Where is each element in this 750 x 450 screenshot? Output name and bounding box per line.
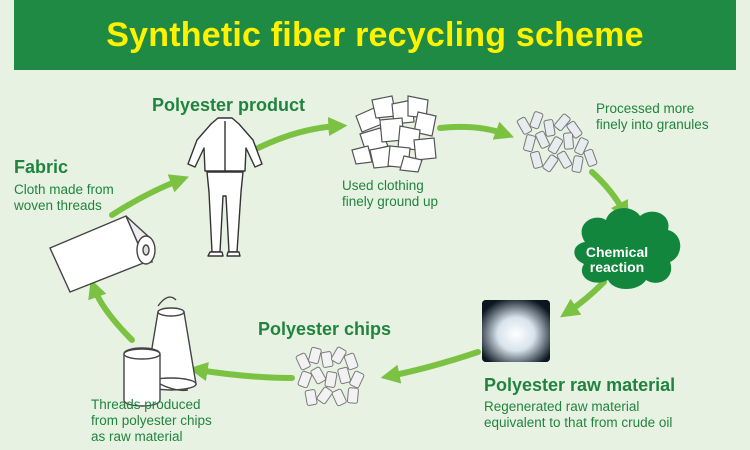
fabric-caption-line: Cloth made from — [14, 182, 114, 197]
arrow-threads-to-fabric — [88, 278, 135, 343]
threads-caption-line: as raw material — [91, 429, 183, 444]
arrow-chips-to-threads — [188, 361, 295, 381]
arrow-chemical-reaction-to-raw-material — [560, 279, 607, 318]
raw-material-caption-line: Regenerated raw material — [484, 399, 640, 414]
diagram-title: Synthetic fiber recycling scheme — [106, 15, 644, 54]
granules-caption-line: finely into granules — [596, 117, 709, 132]
threads-caption: Threads produced from polyester chips as… — [91, 397, 212, 445]
title-bar: Synthetic fiber recycling scheme — [14, 0, 736, 70]
raw-material-powder-illustration — [482, 300, 550, 362]
raw-material-caption-line: equivalent to that from crude oil — [484, 415, 673, 430]
used-clothing-caption-line: Used clothing — [342, 178, 424, 193]
granules-caption-line: Processed more — [596, 101, 695, 116]
used-clothing-caption-line: finely ground up — [342, 194, 439, 209]
polyester-clothing-illustration — [187, 117, 263, 257]
granules-illustration — [516, 111, 598, 173]
threads-caption-line: Threads produced — [91, 397, 201, 412]
polyester-product-heading: Polyester product — [152, 95, 306, 115]
raw-material-caption: Regenerated raw material equivalent to t… — [484, 399, 672, 431]
fabric-roll-illustration — [49, 215, 156, 293]
thread-spools-illustration — [123, 296, 197, 407]
arrow-used-clothing-to-granules — [437, 121, 515, 140]
chemical-reaction-cloud — [574, 208, 681, 289]
threads-caption-line: from polyester chips — [91, 413, 212, 428]
arrow-raw-material-to-chips — [380, 349, 481, 384]
used-clothing-caption: Used clothing finely ground up — [342, 178, 438, 210]
polyester-chips-illustration — [295, 346, 365, 407]
arrow-granules-to-chemical-reaction — [589, 169, 629, 221]
fabric-caption: Cloth made from woven threads — [14, 182, 114, 214]
cycle-arrows — [88, 116, 629, 384]
granules-caption: Processed more finely into granules — [596, 101, 709, 133]
ground-clothing-pile-illustration — [351, 95, 437, 173]
chemical-reaction-label-line: reaction — [589, 259, 645, 275]
arrow-product-to-used-clothing — [255, 116, 348, 151]
fabric-caption-line: woven threads — [14, 198, 102, 213]
arrow-fabric-to-product — [109, 174, 189, 218]
polyester-chips-heading: Polyester chips — [258, 319, 392, 339]
fabric-heading: Fabric — [14, 157, 69, 177]
chemical-reaction-label: Chemical reaction — [572, 245, 662, 275]
raw-material-heading: Polyester raw material — [484, 375, 676, 395]
chemical-reaction-label-line: Chemical — [585, 244, 649, 260]
